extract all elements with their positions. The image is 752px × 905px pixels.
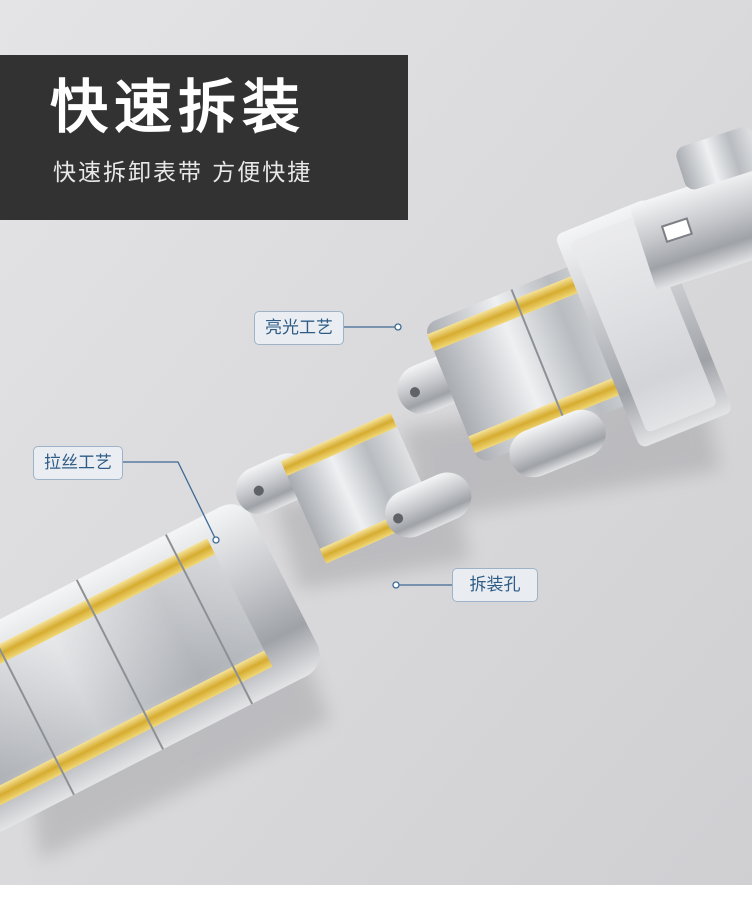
callout-leaders: [122, 326, 452, 586]
dot-brushed: [212, 536, 220, 544]
clasp-arm: [630, 127, 752, 290]
dot-hole: [392, 581, 400, 589]
callout-dots: [212, 323, 402, 589]
dot-polished: [394, 323, 402, 331]
callout-brushed-process: 拉丝工艺: [33, 446, 123, 480]
header-panel: [0, 55, 408, 220]
callout-polished-process: 亮光工艺: [254, 311, 344, 345]
leader-brushed: [122, 461, 217, 541]
middle-link: [235, 412, 472, 564]
right-band-section: [397, 200, 731, 478]
page-subtitle: 快速拆卸表带 方便快捷: [53, 160, 313, 186]
page-title: 快速拆装: [50, 73, 307, 141]
bottom-strip: [0, 885, 752, 905]
callout-removal-hole: 拆装孔: [452, 568, 538, 602]
left-band-section: [0, 504, 320, 833]
